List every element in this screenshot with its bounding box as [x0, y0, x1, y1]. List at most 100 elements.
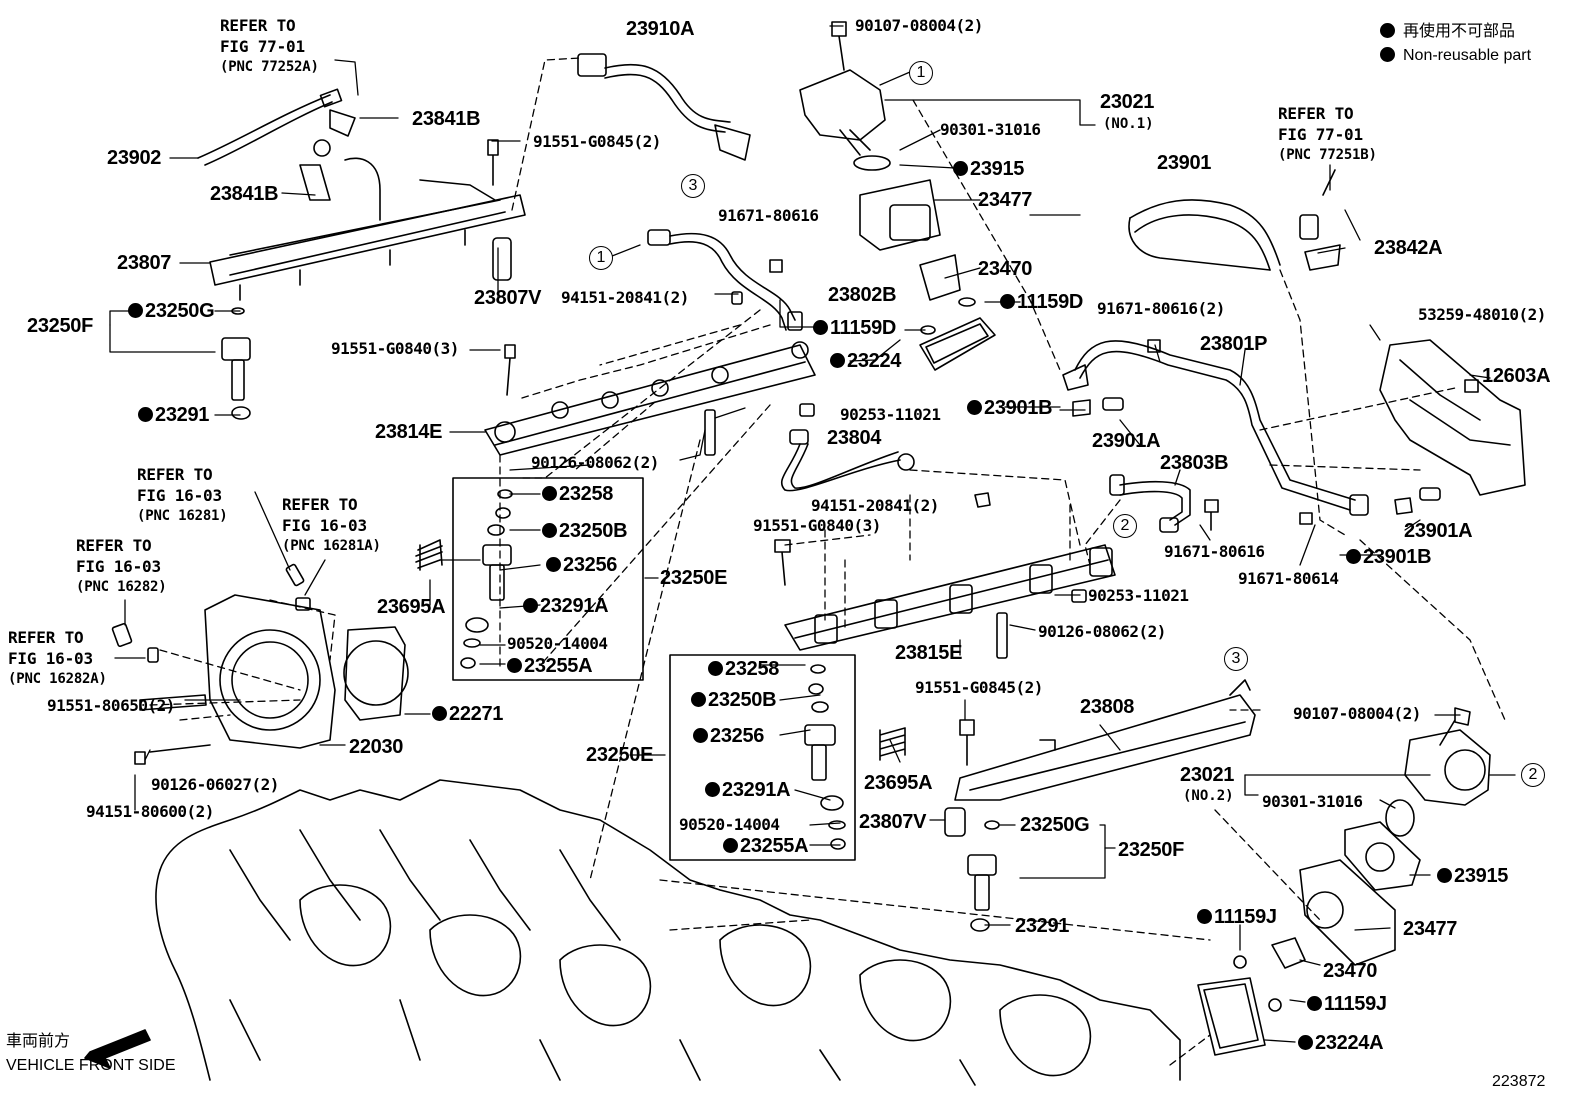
part-label-23841B[interactable]: 23841B — [210, 183, 279, 205]
part-label-23258[interactable]: 23258 — [542, 484, 613, 504]
part-label-23901[interactable]: 23901 — [1157, 152, 1212, 174]
part-label-90107-08004[interactable]: 90107-08004(2) — [1293, 704, 1421, 723]
part-label-23250G[interactable]: 23250G — [1020, 814, 1090, 836]
part-label-23250B[interactable]: 23250B — [542, 521, 628, 541]
part-label-23291A[interactable]: 23291A — [523, 596, 609, 616]
part-label-91671-80616[interactable]: 91671-80616 — [718, 206, 819, 225]
part-label-23021[interactable]: 23021 — [1100, 91, 1155, 113]
part-label-11159J[interactable]: 11159J — [1197, 907, 1277, 927]
part-label-23291[interactable]: 23291 — [138, 405, 209, 425]
part-label-23250G[interactable]: 23250G — [128, 301, 215, 321]
part-label-91671-80616[interactable]: 91671-80616(2) — [1097, 299, 1225, 318]
part-label-23470[interactable]: 23470 — [1323, 960, 1378, 982]
refer-pnc: (PNC 16281) — [137, 508, 228, 524]
refer-block-16281[interactable]: REFER TO FIG 16-03 (PNC 16281) — [137, 464, 228, 527]
part-label-12603A[interactable]: 12603A — [1482, 365, 1551, 387]
part-label-90126-06027[interactable]: 90126-06027(2) — [151, 775, 279, 794]
part-label-23901A[interactable]: 23901A — [1092, 430, 1161, 452]
part-label-23807V[interactable]: 23807V — [859, 811, 927, 833]
part-label-23814E[interactable]: 23814E — [375, 421, 443, 443]
part-label-11159J[interactable]: 11159J — [1307, 994, 1387, 1014]
part-label-90301-31016[interactable]: 90301-31016 — [1262, 792, 1363, 811]
part-label-23250F[interactable]: 23250F — [1118, 839, 1185, 861]
part-label-91551-80650[interactable]: 91551-80650(2) — [47, 696, 175, 715]
part-label-23291[interactable]: 23291 — [1015, 915, 1070, 937]
parts-drawings — [84, 21, 1526, 1086]
part-label-90301-31016[interactable]: 90301-31016 — [940, 120, 1041, 139]
refer-pnc: (PNC 16282A) — [8, 671, 107, 687]
part-label-23250E[interactable]: 23250E — [660, 567, 728, 589]
part-label-23807V[interactable]: 23807V — [474, 287, 542, 309]
refer-block-16281A[interactable]: REFER TO FIG 16-03 (PNC 16281A) — [282, 494, 381, 557]
part-label-90520-14004[interactable]: 90520-14004 — [507, 634, 608, 653]
part-label-23901B[interactable]: 23901B — [967, 398, 1053, 418]
part-label-23255A[interactable]: 23255A — [507, 656, 593, 676]
part-label-94151-80600[interactable]: 94151-80600(2) — [86, 802, 214, 821]
connector-marker-3: 3 — [681, 174, 705, 198]
refer-line1: REFER TO — [220, 16, 296, 35]
part-label-91551-G0840[interactable]: 91551-G0840(3) — [753, 516, 881, 535]
vehicle-front-side-label: 車両前方 VEHICLE FRONT SIDE — [6, 1030, 176, 1078]
part-label-91551-G0845[interactable]: 91551-G0845(2) — [533, 132, 661, 151]
part-label-23808[interactable]: 23808 — [1080, 696, 1135, 718]
part-label-23250B[interactable]: 23250B — [691, 690, 777, 710]
part-label-23250E[interactable]: 23250E — [586, 744, 654, 766]
part-label-23256[interactable]: 23256 — [693, 726, 764, 746]
connector-marker-1: 1 — [909, 61, 933, 85]
part-label-23802B[interactable]: 23802B — [828, 284, 897, 306]
part-label-23901B[interactable]: 23901B — [1346, 547, 1432, 567]
refer-block-16282[interactable]: REFER TO FIG 16-03 (PNC 16282) — [76, 535, 167, 598]
refer-block-77251B[interactable]: REFER TO FIG 77-01 (PNC 77251B) — [1278, 103, 1377, 166]
part-label-23470[interactable]: 23470 — [978, 258, 1033, 280]
part-label-90253-11021[interactable]: 90253-11021 — [1088, 586, 1189, 605]
part-label-23695A[interactable]: 23695A — [864, 772, 933, 794]
part-label-22030[interactable]: 22030 — [349, 736, 404, 758]
part-label-94151-20841[interactable]: 94151-20841(2) — [561, 288, 689, 307]
part-label-23804[interactable]: 23804 — [827, 427, 882, 449]
part-label-91671-80614[interactable]: 91671-80614 — [1238, 569, 1339, 588]
part-label-23815E[interactable]: 23815E — [895, 642, 963, 664]
part-label-91551-G0840[interactable]: 91551-G0840(3) — [331, 339, 459, 358]
part-label-23477[interactable]: 23477 — [1403, 918, 1458, 940]
part-label-23915[interactable]: 23915 — [1437, 866, 1508, 886]
refer-pnc: (PNC 16281A) — [282, 538, 381, 554]
part-label-11159D[interactable]: 11159D — [1000, 292, 1083, 312]
part-label-23021[interactable]: 23021 — [1180, 764, 1235, 786]
part-label-23256[interactable]: 23256 — [546, 555, 617, 575]
part-label-23841B[interactable]: 23841B — [412, 108, 481, 130]
legend: 再使用不可部品 Non-reusable part — [1380, 20, 1531, 68]
part-label-23902[interactable]: 23902 — [107, 147, 162, 169]
part-label-23803B[interactable]: 23803B — [1160, 452, 1229, 474]
part-label-23477[interactable]: 23477 — [978, 189, 1033, 211]
part-label-91671-80616[interactable]: 91671-80616 — [1164, 542, 1265, 561]
part-label-11159D[interactable]: 11159D — [813, 318, 896, 338]
part-label-23801P[interactable]: 23801P — [1200, 333, 1268, 355]
part-label-90520-14004[interactable]: 90520-14004 — [679, 815, 780, 834]
part-label-23915[interactable]: 23915 — [953, 159, 1024, 179]
part-label-23695A[interactable]: 23695A — [377, 596, 446, 618]
part-label-90126-08062[interactable]: 90126-08062(2) — [1038, 622, 1166, 641]
part-label-23901A[interactable]: 23901A — [1404, 520, 1473, 542]
part-label-23910A[interactable]: 23910A — [626, 18, 695, 40]
part-label-90253-11021[interactable]: 90253-11021 — [840, 405, 941, 424]
part-label-23842A[interactable]: 23842A — [1374, 237, 1443, 259]
part-label-23224[interactable]: 23224 — [830, 351, 901, 371]
refer-block-77252A[interactable]: REFER TO FIG 77-01 (PNC 77252A) — [220, 15, 319, 78]
part-label-23807[interactable]: 23807 — [117, 252, 172, 274]
part-label-23258[interactable]: 23258 — [708, 659, 779, 679]
refer-line2: FIG 16-03 — [137, 486, 222, 505]
part-label-53259-48010[interactable]: 53259-48010(2) — [1418, 305, 1546, 324]
part-label-91551-G0845[interactable]: 91551-G0845(2) — [915, 678, 1043, 697]
refer-line2: FIG 77-01 — [220, 37, 305, 56]
part-label-23250F[interactable]: 23250F — [27, 315, 94, 337]
part-label-90107-08004[interactable]: 90107-08004(2) — [855, 16, 983, 35]
part-label-23291A[interactable]: 23291A — [705, 780, 791, 800]
part-label-23255A[interactable]: 23255A — [723, 836, 809, 856]
part-label-23224A[interactable]: 23224A — [1298, 1033, 1384, 1053]
part-label-22271[interactable]: 22271 — [432, 704, 503, 724]
part-label-90126-08062[interactable]: 90126-08062(2) — [531, 453, 659, 472]
refer-block-16282A[interactable]: REFER TO FIG 16-03 (PNC 16282A) — [8, 627, 107, 690]
part-label-94151-20841[interactable]: 94151-20841(2) — [811, 496, 939, 515]
